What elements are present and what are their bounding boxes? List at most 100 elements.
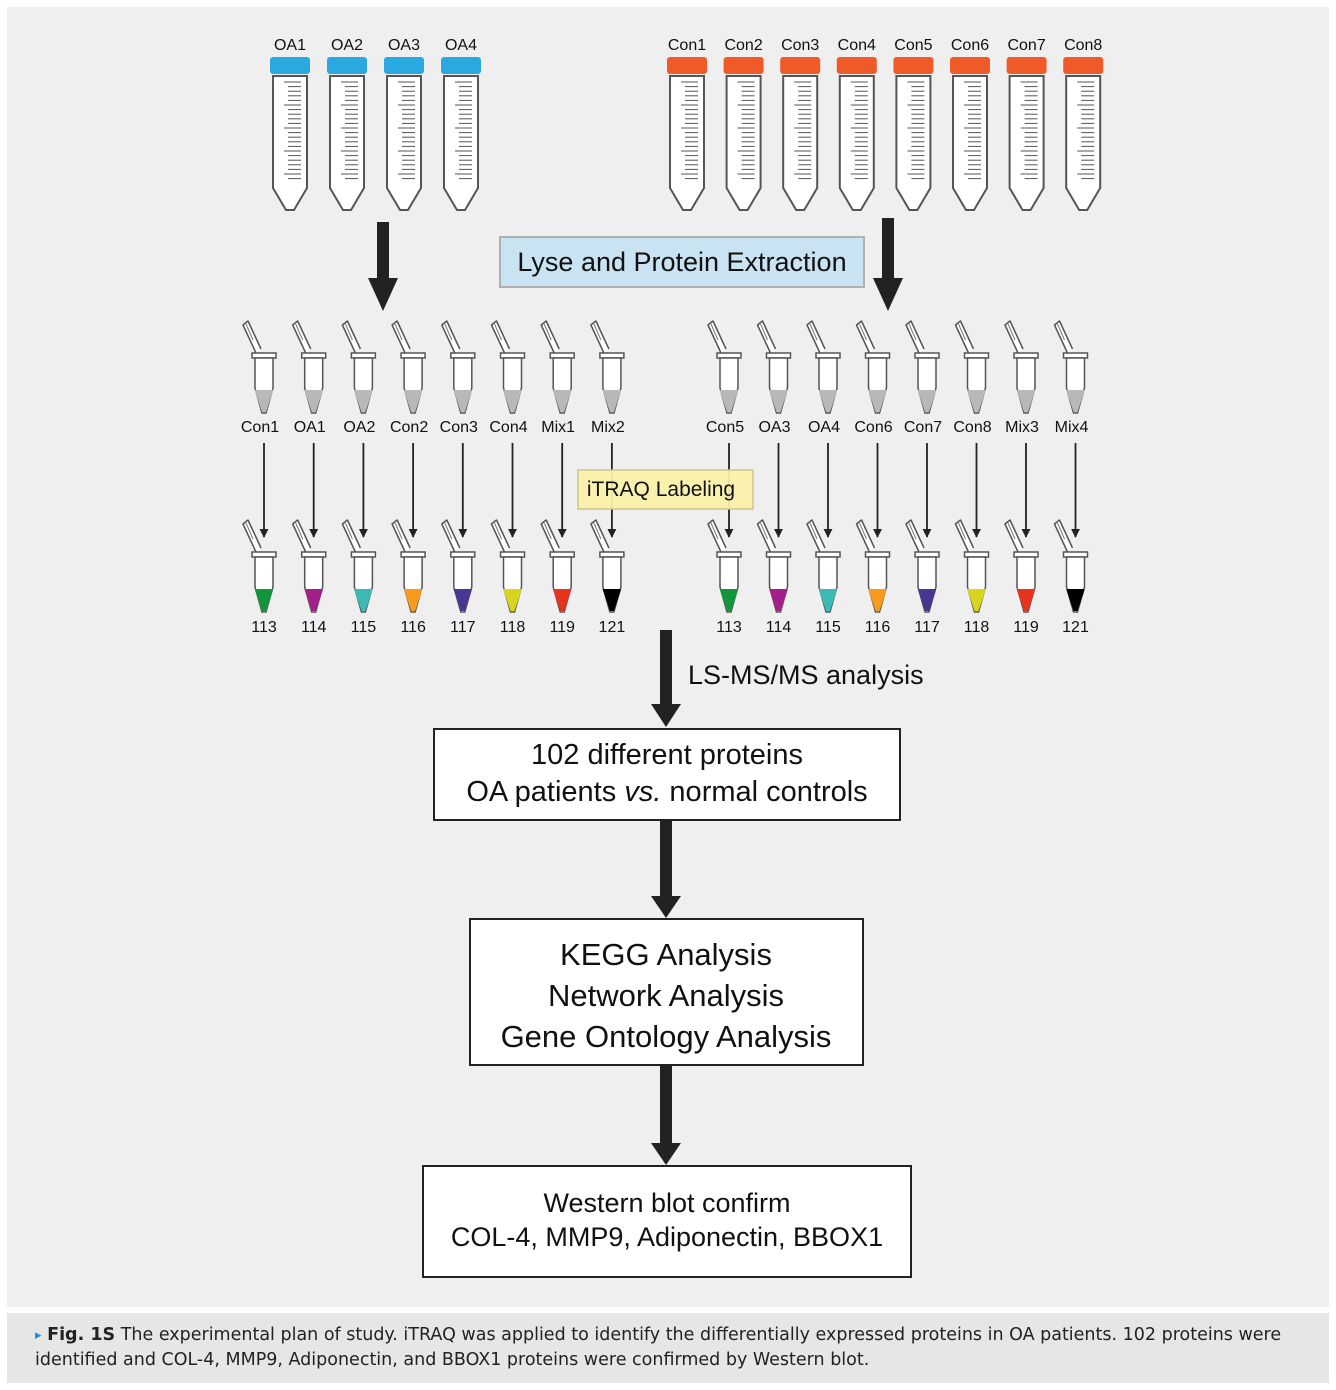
left-sample-tube-3-liquid bbox=[354, 390, 373, 412]
left-reporter-tag-6: 118 bbox=[500, 619, 526, 636]
left-reporter-tag-8: 121 bbox=[599, 619, 626, 636]
left-tagged-tube-6-liquid bbox=[503, 589, 522, 611]
left-tagged-tube-2 bbox=[291, 519, 327, 613]
control-tube-3-cap bbox=[780, 57, 821, 74]
right-tagged-tube-7 bbox=[1004, 519, 1039, 613]
control-tube-1-scale bbox=[681, 81, 698, 180]
right-tagged-tube-6 bbox=[954, 519, 990, 613]
left-tagged-tube-8 bbox=[590, 519, 625, 613]
left-tagged-tube-5-liquid bbox=[453, 589, 472, 611]
validation-line-2: COL-4, MMP9, Adiponectin, BBOX1 bbox=[451, 1222, 883, 1252]
right-reporter-tag-5: 117 bbox=[914, 619, 940, 636]
right-sample-label-5: Con7 bbox=[904, 419, 942, 436]
right-tagged-tube-1 bbox=[707, 519, 742, 613]
left-sample-label-7: Mix1 bbox=[541, 419, 575, 436]
control-tube-6: Con6 bbox=[950, 37, 990, 211]
right-sample-label-8: Mix4 bbox=[1055, 419, 1089, 436]
left-sample-tube-7 bbox=[540, 320, 575, 414]
control-tube-6-label: Con6 bbox=[951, 37, 989, 54]
control-tube-8-label: Con8 bbox=[1064, 37, 1102, 54]
lysis-label-box bbox=[499, 236, 865, 288]
analysis-box: KEGG Analysis Network Analysis Gene Onto… bbox=[469, 918, 864, 1066]
left-sample-label-8: Mix2 bbox=[591, 419, 625, 436]
control-tube-7-cap bbox=[1006, 57, 1047, 74]
left-sample-tube-8-liquid bbox=[602, 390, 621, 412]
right-sample-label-2: OA3 bbox=[758, 419, 790, 436]
oa-tube-4-label: OA4 bbox=[445, 37, 477, 54]
validation-box: Western blot confirm COL-4, MMP9, Adipon… bbox=[422, 1165, 912, 1278]
arrow-oa-to-lysis bbox=[368, 222, 398, 311]
right-tagged-tube-8 bbox=[1053, 519, 1089, 613]
control-tube-2: Con2 bbox=[723, 37, 764, 211]
left-tagged-tube-7-liquid bbox=[553, 589, 572, 611]
arrow-to-results bbox=[651, 630, 681, 727]
left-tagged-tube-6 bbox=[490, 519, 526, 613]
left-sample-tube-8 bbox=[590, 320, 625, 414]
right-sample-tube-2-liquid bbox=[769, 390, 788, 412]
right-sample-tube-3-liquid bbox=[819, 390, 837, 412]
right-sample-label-4: Con6 bbox=[854, 419, 892, 436]
right-tagged-tube-7-liquid bbox=[1017, 589, 1035, 611]
oa-tube-3-scale bbox=[398, 81, 415, 180]
control-tube-8: Con8 bbox=[1063, 37, 1104, 211]
caption-text-block: ▸ Fig. 1S The experimental plan of study… bbox=[35, 1323, 1305, 1372]
oa-tube-2: OA2 bbox=[327, 37, 367, 211]
left-sample-tube-1 bbox=[242, 320, 277, 414]
right-tagged-tube-3-liquid bbox=[819, 589, 837, 611]
left-sample-tube-5-liquid bbox=[453, 390, 472, 412]
right-reporter-tag-4: 116 bbox=[865, 619, 891, 636]
left-sample-tube-2 bbox=[291, 320, 327, 414]
oa-tube-3-label: OA3 bbox=[388, 37, 420, 54]
left-sample-tube-6 bbox=[490, 320, 526, 414]
left-sample-tube-5 bbox=[441, 320, 476, 414]
right-sample-label-3: OA4 bbox=[808, 419, 840, 436]
left-sample-label-1: Con1 bbox=[241, 419, 279, 436]
arrow-to-analysis bbox=[651, 820, 681, 918]
oa-tube-group: OA1 OA2 OA3 OA4 bbox=[270, 37, 481, 211]
oa-tube-2-label: OA2 bbox=[331, 37, 363, 54]
right-sample-label-1: Con5 bbox=[706, 419, 744, 436]
left-sample-tube-4-liquid bbox=[404, 390, 423, 412]
left-reporter-tag-5: 117 bbox=[450, 619, 476, 636]
left-tagged-tube-3-liquid bbox=[354, 589, 373, 611]
control-tube-2-cap bbox=[723, 57, 764, 74]
right-tagged-tube-5 bbox=[905, 519, 940, 613]
control-tube-8-cap bbox=[1063, 57, 1104, 74]
right-sample-tube-4-liquid bbox=[868, 390, 887, 412]
left-tagged-tube-4-liquid bbox=[404, 589, 423, 611]
analysis-line-3: Gene Ontology Analysis bbox=[501, 1019, 832, 1054]
right-reporter-tag-8: 121 bbox=[1062, 619, 1089, 636]
arrow-to-validation bbox=[651, 1065, 681, 1165]
left-reporter-tag-3: 115 bbox=[351, 619, 377, 636]
analysis-line-1: KEGG Analysis bbox=[560, 937, 772, 972]
right-tagged-tube-6-liquid bbox=[967, 589, 986, 611]
left-sample-tube-2-liquid bbox=[304, 390, 323, 412]
right-sample-tube-7-liquid bbox=[1017, 390, 1035, 412]
right-tagged-tube-2 bbox=[756, 519, 792, 613]
control-tube-5-label: Con5 bbox=[894, 37, 932, 54]
control-tube-7: Con7 bbox=[1006, 37, 1047, 211]
control-tube-1-label: Con1 bbox=[668, 37, 706, 54]
right-tagged-tube-4 bbox=[855, 519, 891, 613]
right-sample-tube-1-liquid bbox=[720, 390, 738, 412]
control-tube-3-scale bbox=[794, 81, 812, 180]
oa-tube-1-cap bbox=[270, 57, 310, 74]
left-tagged-tube-7 bbox=[540, 519, 575, 613]
oa-tube-1-label: OA1 bbox=[274, 37, 306, 54]
control-tube-5: Con5 bbox=[893, 37, 934, 211]
left-sample-tube-1-liquid bbox=[255, 390, 273, 412]
validation-line-1: Western blot confirm bbox=[543, 1188, 790, 1218]
right-sample-tube-5-liquid bbox=[918, 390, 936, 412]
control-tube-7-scale bbox=[1020, 81, 1038, 180]
lysis-label: Lyse and Protein Extraction bbox=[517, 247, 846, 277]
left-sample-label-6: Con4 bbox=[489, 419, 527, 436]
oa-tube-2-cap bbox=[327, 57, 367, 74]
result-box: 102 different proteins OA patients vs. n… bbox=[433, 728, 901, 821]
left-tagged-tube-3 bbox=[341, 519, 377, 613]
right-tagged-tube-5-liquid bbox=[918, 589, 936, 611]
right-sample-label-6: Con8 bbox=[953, 419, 991, 436]
left-sample-label-3: OA2 bbox=[343, 419, 375, 436]
right-sample-tube-4 bbox=[855, 320, 891, 414]
control-tube-1-cap bbox=[667, 57, 707, 74]
